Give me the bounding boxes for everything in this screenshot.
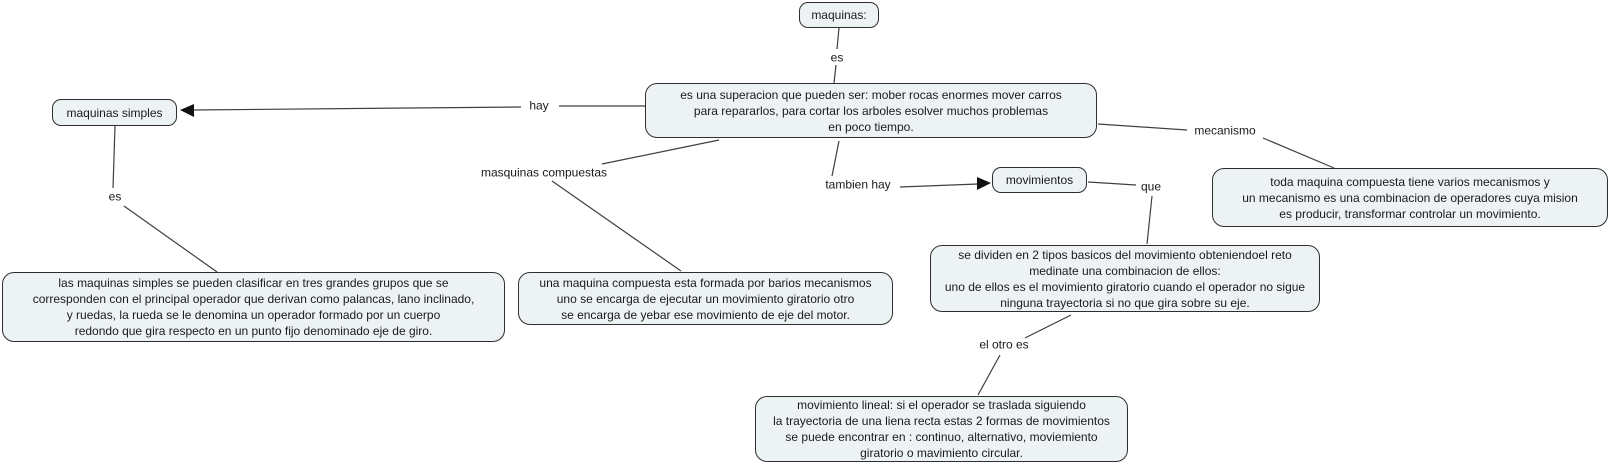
node-mecanismos[interactable]: toda maquina compuesta tiene varios meca… [1212,168,1608,227]
node-maquinas-label: maquinas: [811,8,867,22]
link-label-mecanismo[interactable]: mecanismo [1194,123,1256,138]
line-compuestas-compuesta [551,180,682,272]
line-dividen-otroes [1024,314,1072,339]
node-movimientos-label: movimientos [1005,173,1074,187]
line-superacion-compuestas [601,139,720,165]
node-clasificar-label: las maquinas simples se pueden clasifica… [32,276,475,338]
node-lineal-label: movimiento lineal: si el operador se tra… [773,398,1110,460]
line-tambienhay-movimientos [899,183,979,188]
node-lineal[interactable]: movimiento lineal: si el operador se tra… [755,396,1128,462]
line-superacion-tambienhay [831,140,840,177]
line-hay-simples [193,106,522,111]
node-compuesta-label: una maquina compuesta esta formada por b… [539,275,872,322]
node-compuesta[interactable]: una maquina compuesta esta formada por b… [518,272,893,325]
line-maquinas-es [836,27,840,50]
node-clasificar[interactable]: las maquinas simples se pueden clasifica… [2,272,505,342]
node-mecanismos-label: toda maquina compuesta tiene varios meca… [1242,174,1578,221]
link-label-es-left[interactable]: es [108,189,122,204]
node-maquinas-simples-label: maquinas simples [66,105,163,120]
line-simples-es [112,125,116,189]
node-superacion-label: es una superacion que pueden ser: mober … [680,87,1062,134]
link-label-hay[interactable]: hay [529,98,549,113]
link-label-que[interactable]: que [1140,179,1162,194]
line-superacion-mecanismo [1097,123,1188,131]
arrowhead-right [977,177,991,190]
node-dividen[interactable]: se dividen en 2 tipos basicos del movimi… [930,245,1320,312]
node-movimientos[interactable]: movimientos [992,167,1087,193]
line-mecanismo-mecanismos [1262,137,1335,169]
line-movimientos-que [1087,181,1137,186]
line-es-superacion [833,64,837,84]
node-dividen-label: se dividen en 2 tipos basicos del movimi… [944,247,1306,310]
line-es-clasificar [123,205,218,273]
node-maquinas-simples[interactable]: maquinas simples [52,99,177,126]
node-maquinas[interactable]: maquinas: [799,2,879,28]
arrowhead-left [180,104,194,117]
node-superacion[interactable]: es una superacion que pueden ser: mober … [645,83,1097,138]
link-label-es-top[interactable]: es [830,50,844,65]
link-label-el-otro-es[interactable]: el otro es [979,337,1029,352]
link-label-masquinas-compuestas[interactable]: masquinas compuestas [480,165,608,180]
line-que-dividen [1146,195,1153,245]
link-label-tambien-hay[interactable]: tambien hay [825,177,891,192]
line-otroes-lineal [977,354,1001,396]
